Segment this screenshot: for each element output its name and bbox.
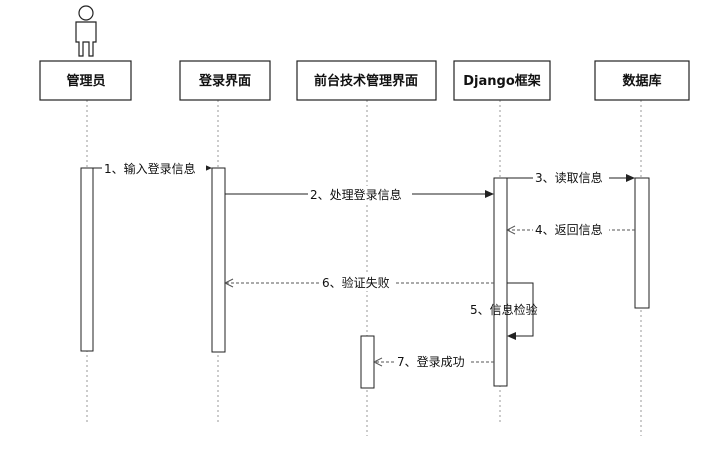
actor-icon	[75, 5, 97, 57]
participant-label-frontend: 前台技术管理界面	[314, 73, 418, 89]
message-label-2: 2、处理登录信息	[310, 187, 402, 202]
message-label-7: 7、登录成功	[397, 354, 465, 369]
participant-box-db	[594, 60, 690, 101]
participant-label-admin: 管理员	[66, 73, 105, 89]
message-label-6: 6、验证失败	[322, 275, 390, 290]
activation-db	[634, 177, 650, 309]
message-label-3: 3、读取信息	[535, 170, 603, 185]
participant-label-login: 登录界面	[198, 73, 251, 89]
activation-frontend	[360, 335, 375, 389]
message-label-4: 4、返回信息	[535, 222, 603, 237]
participant-box-frontend	[296, 60, 437, 101]
participant-label-db: 数据库	[622, 73, 661, 89]
participant-box-admin	[39, 60, 132, 101]
message-7	[372, 357, 494, 367]
message-label-5: 5、信息检验	[470, 302, 538, 317]
participant-label-django: Django框架	[463, 73, 541, 89]
participant-box-django	[453, 60, 551, 101]
activation-login	[211, 167, 226, 353]
activation-admin	[80, 167, 94, 352]
participant-box-login	[179, 60, 271, 101]
message-6	[223, 278, 494, 288]
message-4	[505, 225, 635, 235]
activation-django	[493, 177, 508, 387]
message-5	[507, 282, 534, 340]
message-label-1: 1、输入登录信息	[104, 161, 196, 176]
